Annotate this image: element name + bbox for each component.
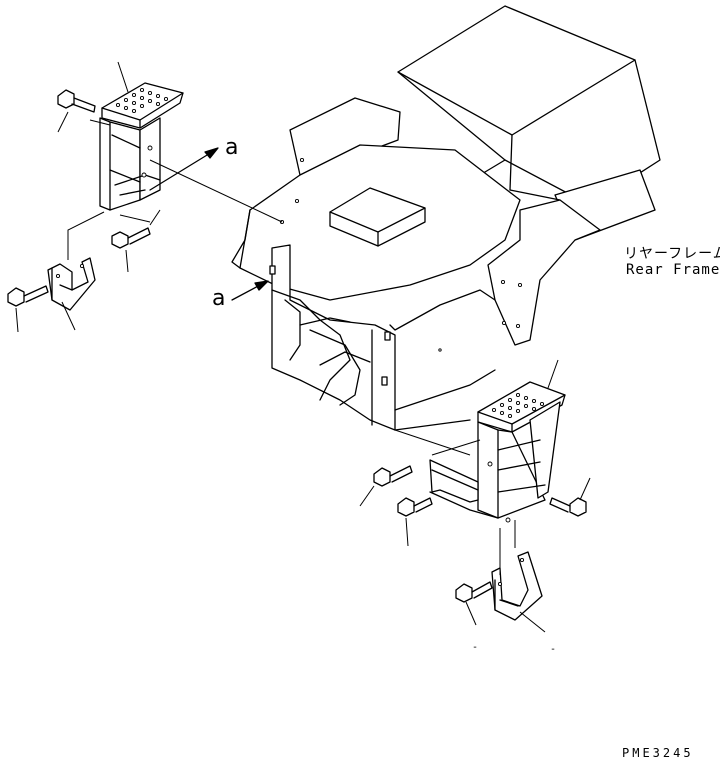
left-bolt-top	[57, 89, 96, 113]
left-step-assembly	[7, 82, 184, 311]
rear-frame	[231, 5, 661, 431]
right-step-holes	[491, 392, 545, 419]
leader-lines	[15, 61, 591, 633]
right-bolt-a	[373, 465, 413, 487]
reference-a-top: a	[225, 135, 238, 160]
right-bolt-c	[549, 497, 587, 517]
right-bolt-b	[397, 497, 433, 517]
part-name-japanese: リヤーフレーム	[624, 246, 720, 262]
right-step-assembly	[373, 381, 587, 621]
tick-mark-right: -	[550, 644, 556, 655]
left-step-holes	[115, 87, 169, 114]
tick-mark-left: -	[472, 642, 478, 653]
reference-a-left: a	[212, 286, 225, 311]
part-name-english: Rear Frame	[626, 262, 720, 278]
left-bolt-low	[7, 285, 49, 307]
left-bolt-mid	[111, 227, 151, 249]
right-bolt-d	[455, 581, 493, 603]
drawing-number: PME3245	[622, 746, 694, 760]
